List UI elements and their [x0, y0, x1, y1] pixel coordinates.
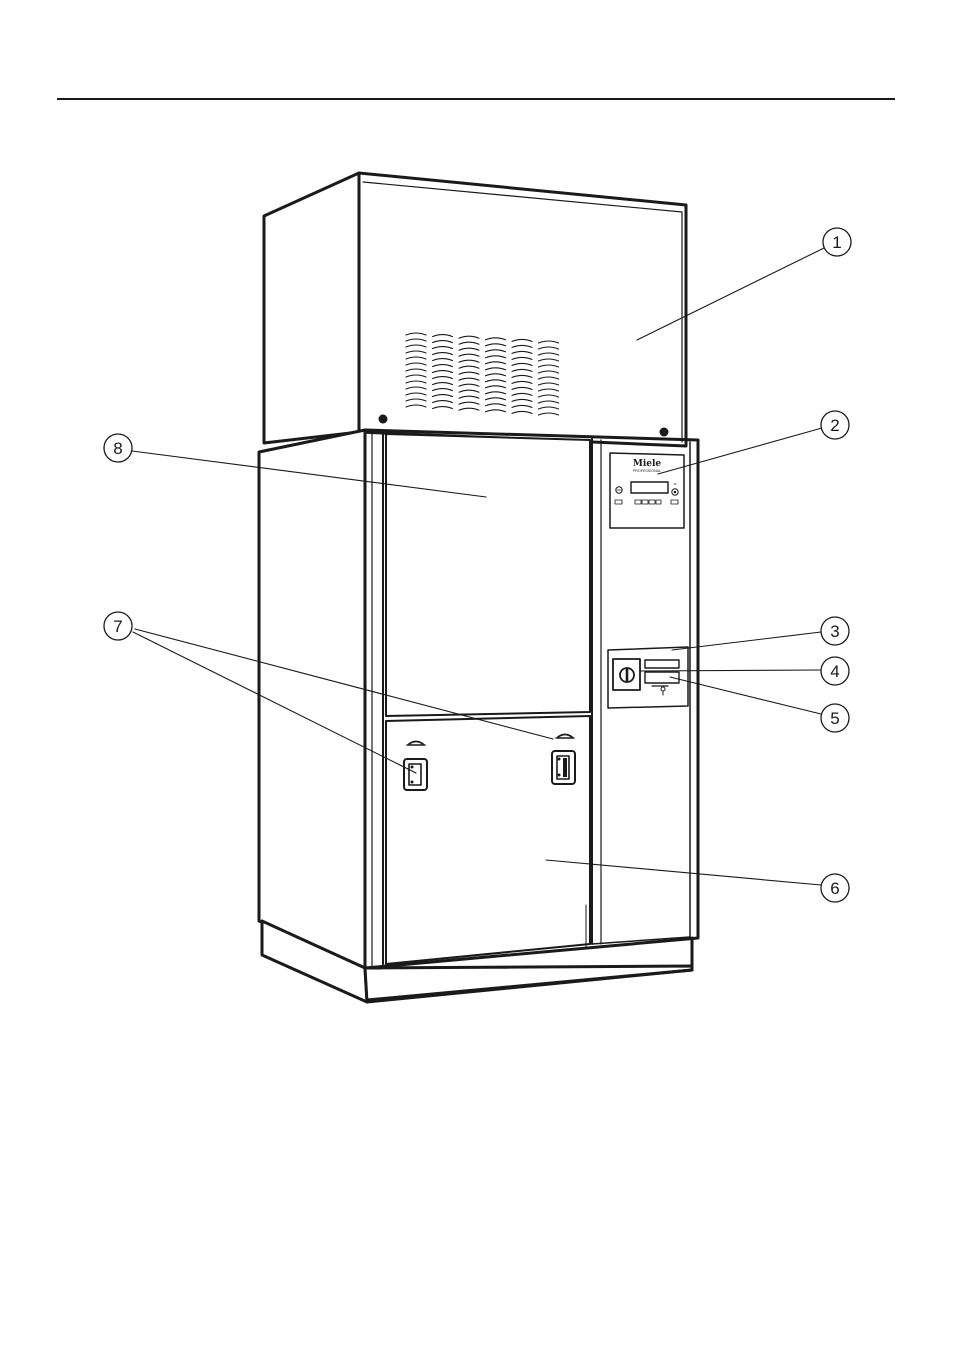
callout-4: 4	[821, 657, 849, 685]
control-panel: Miele PROFESSIONAL	[610, 453, 684, 528]
callout-7: 7	[104, 612, 132, 640]
callout-2: 2	[821, 411, 849, 439]
screw-right	[660, 428, 669, 437]
svg-text:8: 8	[113, 439, 122, 458]
callout-3: 3	[821, 617, 849, 645]
switch-panel	[608, 647, 688, 708]
top-module	[264, 173, 686, 446]
brand-subline: PROFESSIONAL	[633, 469, 661, 473]
svg-text:1: 1	[832, 233, 841, 252]
brand-logo: Miele	[633, 459, 662, 469]
callout-5: 5	[821, 704, 849, 732]
svg-text:7: 7	[113, 617, 122, 636]
upper-door[interactable]	[386, 434, 590, 721]
screw-left	[379, 415, 388, 424]
svg-text:3: 3	[830, 622, 839, 641]
svg-text:2: 2	[830, 416, 839, 435]
svg-text:6: 6	[830, 879, 839, 898]
svg-text:5: 5	[830, 709, 839, 728]
callout-8: 8	[104, 434, 132, 462]
callout-6: 6	[821, 874, 849, 902]
svg-text:4: 4	[830, 662, 839, 681]
callout-1: 1	[823, 228, 851, 256]
